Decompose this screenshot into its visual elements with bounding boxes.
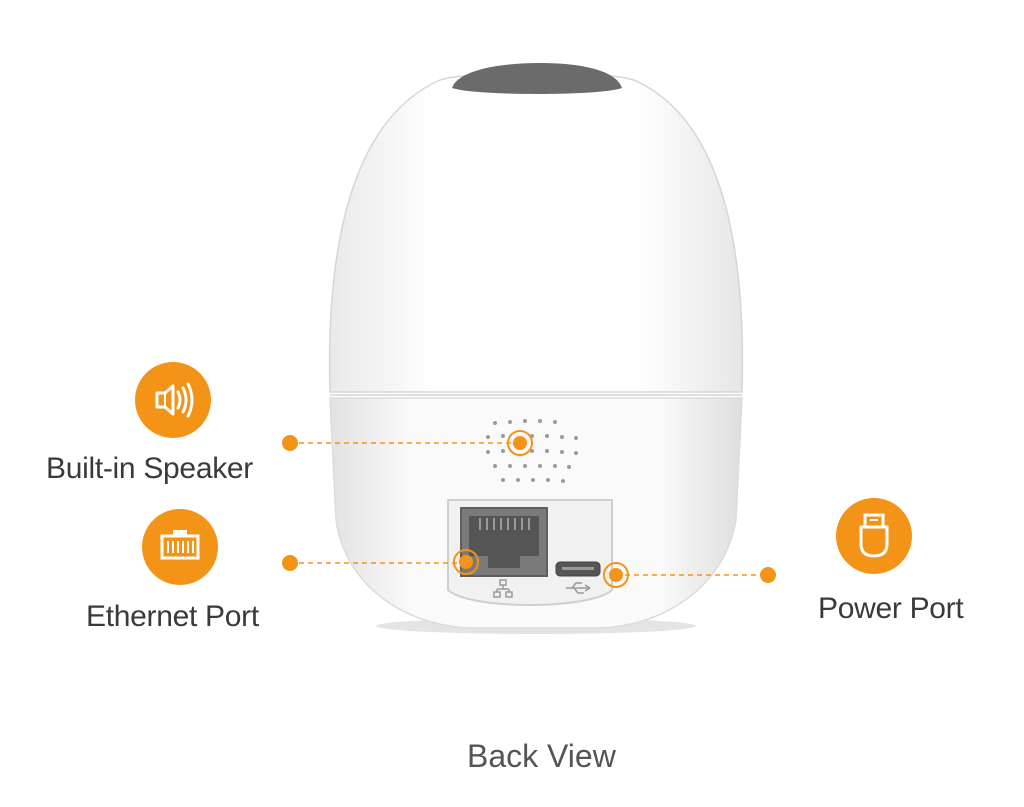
ethernet-icon: [160, 530, 200, 560]
camera-dome: [328, 71, 744, 393]
power-callout-dot: [760, 567, 776, 583]
speaker-badge: [135, 362, 211, 438]
camera-lens: [452, 63, 622, 94]
ethernet-callout-dot: [282, 555, 298, 571]
speaker-callout-dot: [282, 435, 298, 451]
speaker-icon: [155, 382, 194, 418]
power-label: Power Port: [818, 592, 964, 625]
usb-plug-icon: [859, 513, 889, 558]
micro-usb-port: [555, 561, 601, 577]
ethernet-target-marker: [453, 549, 479, 575]
ethernet-label: Ethernet Port: [86, 600, 259, 633]
network-glyph-icon: [493, 579, 513, 598]
power-badge: [836, 498, 912, 574]
ethernet-jack: [460, 507, 548, 577]
speaker-label: Built-in Speaker: [46, 452, 253, 485]
speaker-grille: [486, 419, 578, 483]
view-caption: Back View: [467, 738, 616, 774]
speaker-target-marker: [507, 430, 533, 456]
usb-glyph-icon: [566, 582, 591, 594]
ethernet-badge: [142, 509, 218, 585]
power-target-marker: [603, 562, 629, 588]
